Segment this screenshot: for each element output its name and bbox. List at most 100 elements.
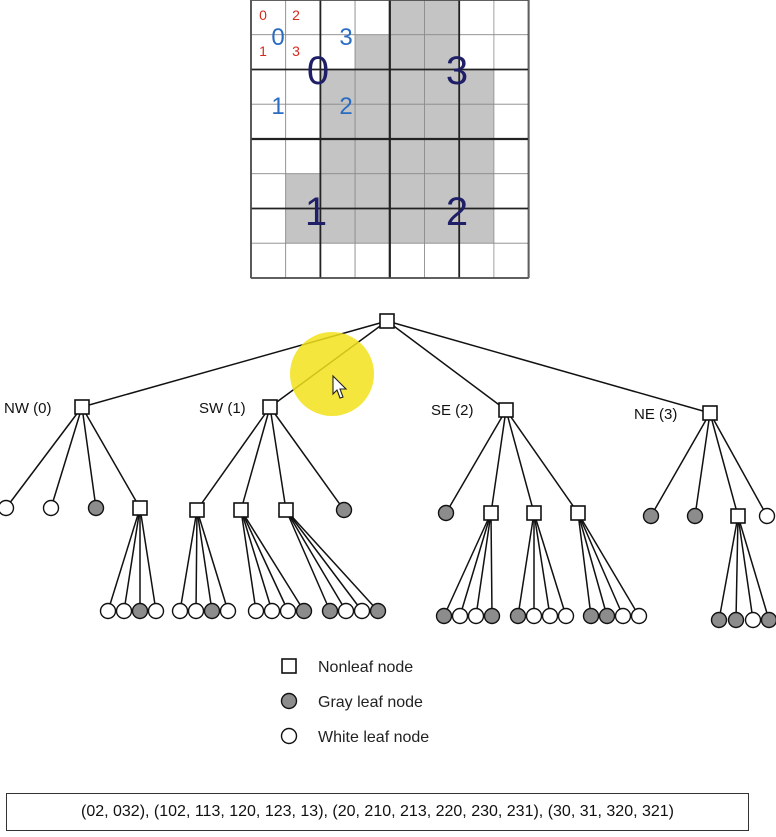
root-node: [379, 313, 395, 329]
tree-edge: [490, 512, 493, 617]
tree-edge: [107, 507, 141, 612]
white-leaf-node: [557, 607, 575, 625]
tree-edge: [179, 509, 198, 612]
grid-cell: [250, 103, 287, 140]
gray-leaf-node: [710, 611, 728, 629]
tree-edges: [5, 320, 770, 621]
nonleaf-node: [483, 505, 499, 521]
grid-cell: [389, 103, 425, 140]
legend-white-leaf-icon: [280, 727, 298, 745]
legend-gray-leaf-icon: [280, 692, 298, 710]
tree-edge: [709, 412, 768, 517]
gray-leaf-node: [598, 607, 616, 625]
tree-edge: [240, 509, 289, 612]
grid-cell: [250, 138, 287, 175]
nonleaf-node: [730, 508, 746, 524]
grid-cell: [389, 34, 425, 70]
white-leaf-node: [541, 607, 559, 625]
grid-label-red: 2: [292, 7, 300, 23]
tree-edge: [386, 320, 711, 414]
legend-white-leaf-label: White leaf node: [318, 729, 429, 746]
tree-edge: [505, 409, 579, 514]
gray-leaf-node: [509, 607, 527, 625]
gray-leaf-node: [727, 611, 745, 629]
grid-cell: [389, 138, 425, 175]
white-leaf-node: [337, 602, 355, 620]
white-leaf-node: [758, 507, 776, 525]
tree-edge: [285, 509, 347, 612]
legend-nonleaf-label: Nonleaf node: [318, 659, 413, 676]
grid-cell: [319, 0, 356, 36]
white-leaf-node: [353, 602, 371, 620]
tree-edge: [285, 509, 379, 612]
grid-cell: [354, 0, 391, 36]
tree-edge: [285, 509, 331, 612]
legend-gray-leaf-label: Gray leaf node: [318, 694, 423, 711]
cursor-highlight: [290, 332, 374, 416]
tree-edge: [139, 507, 157, 612]
grid-cell: [285, 0, 321, 36]
tree-edge: [50, 406, 83, 509]
tree-edge: [443, 512, 492, 617]
grid-cell: [285, 103, 321, 140]
grid-border: [250, 0, 530, 279]
grid-label-red: 3: [292, 43, 300, 59]
grid-cell: [493, 34, 529, 70]
grid-cell: [424, 242, 460, 279]
grid-cell: [319, 208, 356, 244]
white-leaf-node: [115, 602, 133, 620]
tree-edge: [577, 512, 640, 617]
tree-edge: [505, 409, 535, 514]
grid-cell: [493, 138, 529, 175]
gray-leaf-node: [437, 504, 455, 522]
tree-edge: [81, 406, 97, 509]
tree-edge: [718, 515, 739, 621]
quadrant-node: [498, 402, 514, 418]
tree-edge: [517, 512, 535, 617]
tree-edge: [240, 406, 271, 511]
legend: Nonleaf node Gray leaf node White leaf n…: [280, 658, 429, 746]
white-leaf-node: [451, 607, 469, 625]
gray-leaf-node: [321, 602, 339, 620]
quadrant-node: [74, 399, 90, 415]
tree-edge: [285, 509, 363, 612]
grid-label-blue: 2: [339, 93, 352, 120]
gray-leaf-node: [87, 499, 105, 517]
nonleaf-node: [132, 500, 148, 516]
gray-leaf-node: [483, 607, 501, 625]
grid-cell: [424, 208, 460, 244]
tree-edge: [577, 512, 592, 617]
grid-cell: [354, 173, 391, 209]
grid-cell: [493, 173, 529, 209]
grid-cell: [424, 173, 460, 209]
white-leaf-node: [614, 607, 632, 625]
gray-leaf-node: [582, 607, 600, 625]
grid-cell: [319, 173, 356, 209]
white-leaf-node: [467, 607, 485, 625]
quadrant-label: SE (2): [431, 402, 474, 419]
white-leaf-node: [187, 602, 205, 620]
grid-cell: [493, 103, 529, 140]
grid-label-blue: 0: [271, 24, 284, 51]
nonleaf-node: [278, 502, 294, 518]
white-leaf-node: [247, 602, 265, 620]
quadrant-label: SW (1): [199, 400, 246, 417]
grid-cell: [424, 103, 460, 140]
gray-leaf-node: [295, 602, 313, 620]
grid-cell: [389, 0, 425, 36]
white-leaf-node: [744, 611, 762, 629]
tree-edge: [490, 409, 507, 514]
grid-cell: [285, 138, 321, 175]
gray-leaf-node: [760, 611, 776, 629]
tree-edge: [735, 515, 739, 621]
white-leaf-node: [219, 602, 237, 620]
gray-leaf-node: [203, 602, 221, 620]
tree-edge: [240, 509, 257, 612]
gray-leaf-node: [435, 607, 453, 625]
grid-label-quadrant: 2: [446, 190, 468, 234]
legend-nonleaf-icon: [281, 658, 297, 674]
gray-leaf-node: [335, 501, 353, 519]
tree-edge: [694, 412, 711, 517]
